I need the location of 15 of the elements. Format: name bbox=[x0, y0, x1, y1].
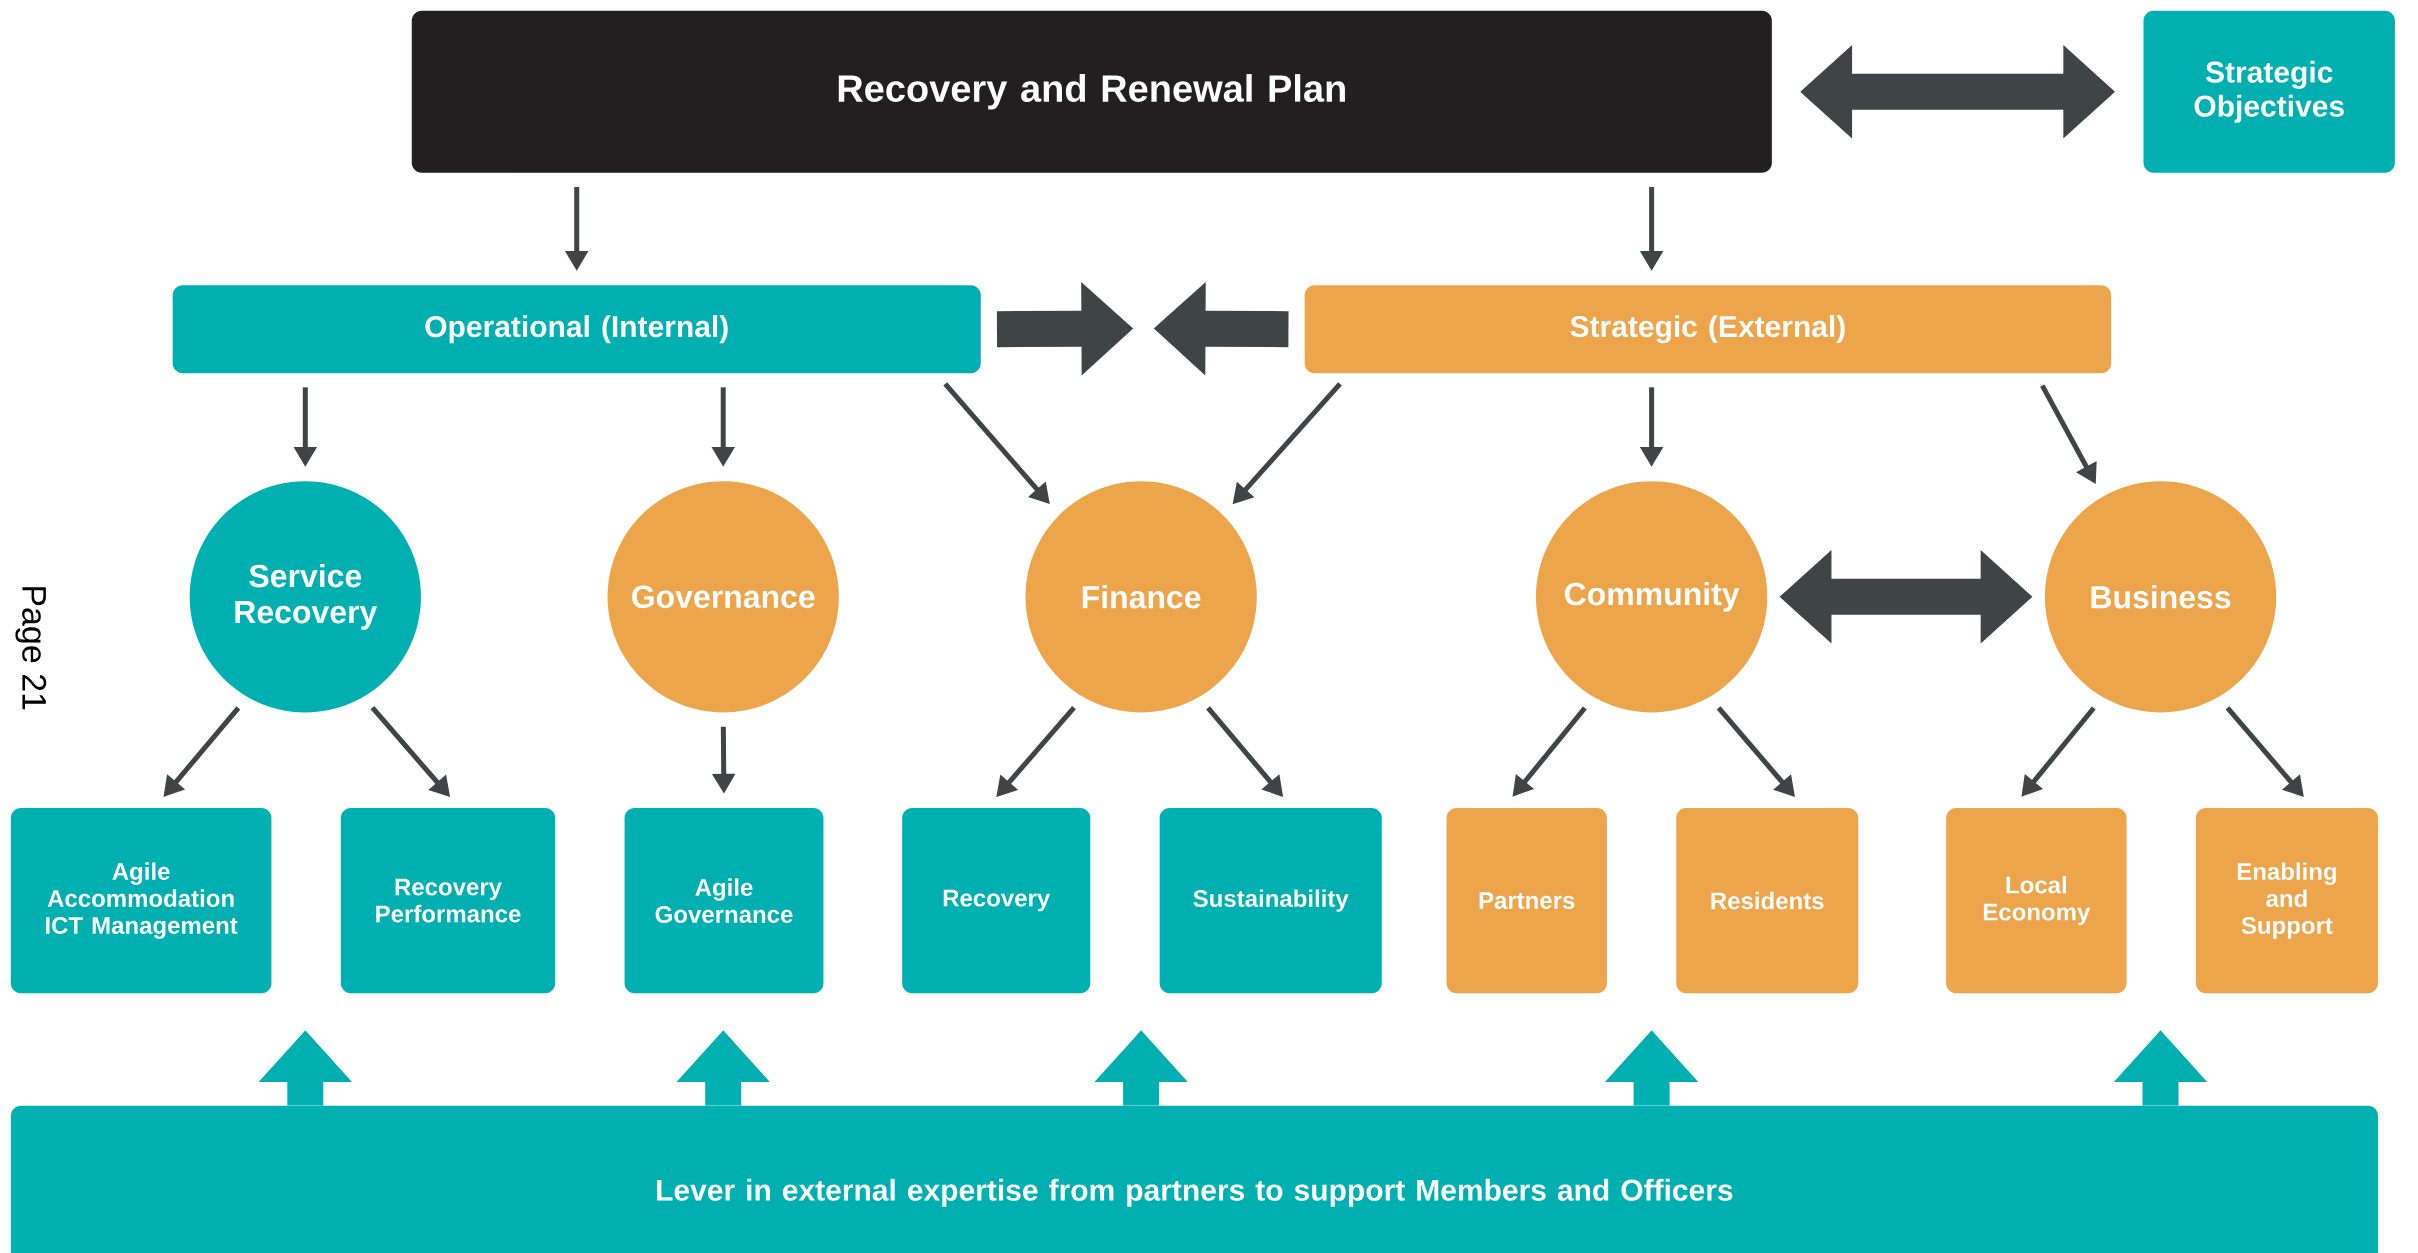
workstream-box: Recovery Performance bbox=[340, 808, 556, 994]
workstream-box: Sustainability bbox=[1159, 808, 1382, 994]
category-box: Operational (Internal) bbox=[172, 285, 981, 374]
workstream-box: Enabling and Support bbox=[2195, 808, 2378, 994]
lever-banner: Lever in external expertise from partners to support Members and Officers bbox=[10, 1105, 2378, 1253]
workstream-box: Partners bbox=[1446, 808, 1607, 994]
workstream-box: Recovery bbox=[902, 808, 1091, 994]
header-box: Recovery and Renewal Plan bbox=[411, 10, 1772, 173]
page-number: Page 21 bbox=[15, 587, 47, 710]
workstream-box: Agile Governance bbox=[624, 808, 824, 994]
objectives-box: Strategic Objectives bbox=[2143, 10, 2395, 173]
workstream-box: Local Economy bbox=[1946, 808, 2127, 994]
workstream-box: Residents bbox=[1676, 808, 1859, 994]
workstream-box: Agile Accommodation ICT Management bbox=[10, 808, 272, 994]
category-box: Strategic (External) bbox=[1304, 285, 2112, 374]
